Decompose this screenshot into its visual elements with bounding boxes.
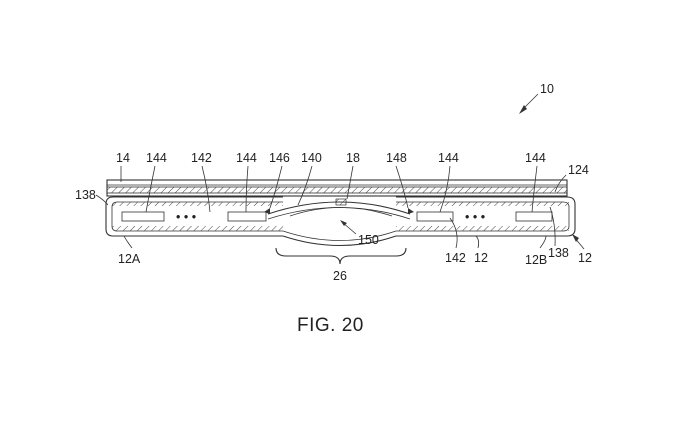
ref-150: 150 (358, 233, 379, 247)
ref-10: 10 (540, 82, 554, 96)
ref-12A: 12A (118, 252, 141, 266)
hinge-region (267, 198, 411, 246)
dots-right: • • • (465, 210, 485, 224)
figure-caption: FIG. 20 (297, 315, 364, 336)
housing-right (396, 196, 576, 237)
ref-138-left: 138 (75, 188, 96, 202)
dots-left: • • • (176, 210, 196, 224)
ref-140: 140 (301, 151, 322, 165)
ref-142-bottom: 142 (445, 251, 466, 265)
ref-138-right: 138 (548, 246, 569, 260)
ref-144-c: 144 (438, 151, 459, 165)
ref-14: 14 (116, 151, 130, 165)
ref-26: 26 (333, 269, 347, 283)
ref-12-right: 12 (578, 251, 592, 265)
ref-144-a: 144 (146, 151, 167, 165)
ref-142-top: 142 (191, 151, 212, 165)
housing-left (105, 196, 283, 237)
ref-124: 124 (568, 163, 589, 177)
ref-12B: 12B (525, 253, 547, 267)
ref-144-d: 144 (525, 151, 546, 165)
ref-148: 148 (386, 151, 407, 165)
ref-12-mid: 12 (474, 251, 488, 265)
leader-lines (95, 93, 585, 250)
ref-144-b: 144 (236, 151, 257, 165)
brace-26 (275, 247, 407, 265)
ref-18: 18 (346, 151, 360, 165)
components (121, 211, 553, 222)
ref-146: 146 (269, 151, 290, 165)
display-layer (106, 179, 568, 197)
